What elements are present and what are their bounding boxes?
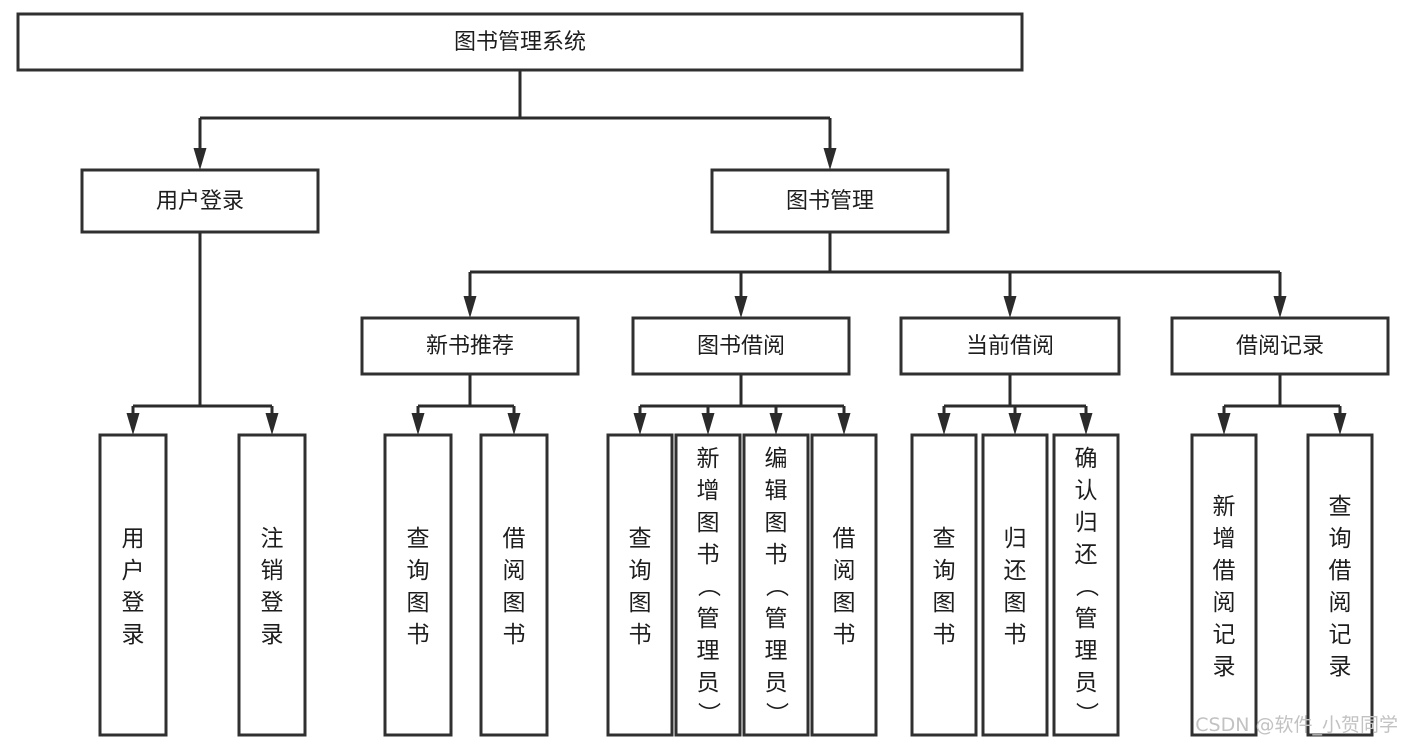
- node-box-leaf-query-book-recommend: [383, 433, 453, 737]
- node-label-current-borrow: 当前借阅: [966, 334, 1054, 359]
- node-leaf-borrow-book[interactable]: 借阅图书: [810, 433, 878, 737]
- node-new-book-recommend[interactable]: 新书推荐: [360, 316, 580, 376]
- node-label-leaf-return-book: 归还图书: [1004, 526, 1027, 648]
- arrow-head-icon: [193, 148, 207, 170]
- node-current-borrow[interactable]: 当前借阅: [899, 316, 1121, 376]
- node-box-leaf-confirm-return-admin: [1052, 433, 1120, 737]
- node-label-leaf-edit-book-admin: 编辑图书（管理员）: [765, 446, 790, 728]
- node-label-new-book-recommend: 新书推荐: [426, 334, 514, 359]
- arrow-head-icon: [1333, 413, 1347, 435]
- node-leaf-borrow-book-recommend[interactable]: 借阅图书: [479, 433, 549, 737]
- arrow-head-icon: [837, 413, 851, 435]
- node-label-leaf-borrow-book-recommend: 借阅图书: [503, 526, 526, 648]
- watermark-label: CSDN @软件_小贺同学: [1195, 714, 1398, 736]
- node-leaf-logout-login[interactable]: 注销登录: [237, 433, 307, 737]
- node-box-borrow-record: [1170, 316, 1390, 376]
- arrow-head-icon: [1008, 413, 1022, 435]
- node-label-leaf-logout-login: 注销登录: [261, 526, 284, 648]
- connector-book-borrow: [633, 374, 851, 435]
- arrow-head-icon: [126, 413, 140, 435]
- node-leaf-edit-book-admin[interactable]: 编辑图书（管理员）: [742, 433, 810, 737]
- arrow-head-icon: [734, 296, 748, 318]
- connector-current-borrow: [937, 374, 1093, 435]
- node-label-leaf-query-book-current: 查询图书: [933, 526, 956, 648]
- node-leaf-add-book-admin[interactable]: 新增图书（管理员）: [674, 433, 742, 737]
- node-box-leaf-edit-book-admin: [742, 433, 810, 737]
- node-leaf-query-borrow-record[interactable]: 查询借阅记录: [1306, 433, 1374, 737]
- node-label-leaf-query-book-borrow: 查询图书: [629, 526, 652, 648]
- node-book-borrow[interactable]: 图书借阅: [631, 316, 851, 376]
- node-user-login[interactable]: 用户登录: [80, 168, 320, 234]
- node-box-root: [16, 12, 1024, 72]
- node-box-new-book-recommend: [360, 316, 580, 376]
- connector-borrow-record: [1217, 374, 1347, 435]
- arrow-head-icon: [1079, 413, 1093, 435]
- node-box-leaf-user-login: [98, 433, 168, 737]
- node-label-leaf-borrow-book: 借阅图书: [833, 526, 856, 648]
- connector-user-login: [126, 232, 279, 435]
- arrow-head-icon: [1003, 296, 1017, 318]
- node-root[interactable]: 图书管理系统: [16, 12, 1024, 72]
- node-leaf-query-book-current[interactable]: 查询图书: [910, 433, 978, 737]
- node-label-borrow-record: 借阅记录: [1236, 334, 1324, 359]
- arrow-head-icon: [937, 413, 951, 435]
- node-box-book-management: [710, 168, 950, 234]
- node-box-book-borrow: [631, 316, 851, 376]
- node-leaf-query-book-recommend[interactable]: 查询图书: [383, 433, 453, 737]
- arrow-head-icon: [265, 413, 279, 435]
- node-label-leaf-add-borrow-record: 新增借阅记录: [1213, 494, 1236, 680]
- arrow-head-icon: [1273, 296, 1287, 318]
- node-box-leaf-add-book-admin: [674, 433, 742, 737]
- node-leaf-confirm-return-admin[interactable]: 确认归还（管理员）: [1052, 433, 1120, 737]
- node-box-leaf-borrow-book-recommend: [479, 433, 549, 737]
- connector-book-management: [463, 232, 1287, 318]
- node-leaf-return-book[interactable]: 归还图书: [981, 433, 1049, 737]
- arrow-head-icon: [633, 413, 647, 435]
- arrow-head-icon: [701, 413, 715, 435]
- node-leaf-user-login[interactable]: 用户登录: [98, 433, 168, 737]
- node-box-leaf-add-borrow-record: [1190, 433, 1258, 737]
- arrow-head-icon: [463, 296, 477, 318]
- connector-root: [193, 70, 837, 170]
- node-box-current-borrow: [899, 316, 1121, 376]
- arrow-head-icon: [1217, 413, 1231, 435]
- node-layer: 图书管理系统用户登录图书管理新书推荐图书借阅当前借阅借阅记录用户登录注销登录查询…: [16, 12, 1390, 737]
- node-label-book-management: 图书管理: [786, 189, 874, 214]
- node-label-leaf-query-borrow-record: 查询借阅记录: [1329, 494, 1352, 680]
- node-label-leaf-user-login: 用户登录: [122, 526, 145, 648]
- node-label-leaf-add-book-admin: 新增图书（管理员）: [697, 446, 722, 728]
- node-box-leaf-query-book-borrow: [606, 433, 674, 737]
- node-box-user-login: [80, 168, 320, 234]
- connector-layer: [126, 70, 1347, 435]
- arrow-head-icon: [769, 413, 783, 435]
- node-box-leaf-borrow-book: [810, 433, 878, 737]
- node-label-leaf-query-book-recommend: 查询图书: [407, 526, 430, 648]
- arrow-head-icon: [411, 413, 425, 435]
- arrow-head-icon: [507, 413, 521, 435]
- node-leaf-query-book-borrow[interactable]: 查询图书: [606, 433, 674, 737]
- node-book-management[interactable]: 图书管理: [710, 168, 950, 234]
- node-label-user-login: 用户登录: [156, 189, 244, 214]
- node-leaf-add-borrow-record[interactable]: 新增借阅记录: [1190, 433, 1258, 737]
- node-box-leaf-return-book: [981, 433, 1049, 737]
- connector-new-book-recommend: [411, 374, 521, 435]
- node-box-leaf-query-borrow-record: [1306, 433, 1374, 737]
- node-box-leaf-query-book-current: [910, 433, 978, 737]
- arrow-head-icon: [823, 148, 837, 170]
- node-borrow-record[interactable]: 借阅记录: [1170, 316, 1390, 376]
- node-label-book-borrow: 图书借阅: [697, 334, 785, 359]
- node-label-root: 图书管理系统: [454, 30, 586, 55]
- node-label-leaf-confirm-return-admin: 确认归还（管理员）: [1075, 446, 1100, 728]
- node-box-leaf-logout-login: [237, 433, 307, 737]
